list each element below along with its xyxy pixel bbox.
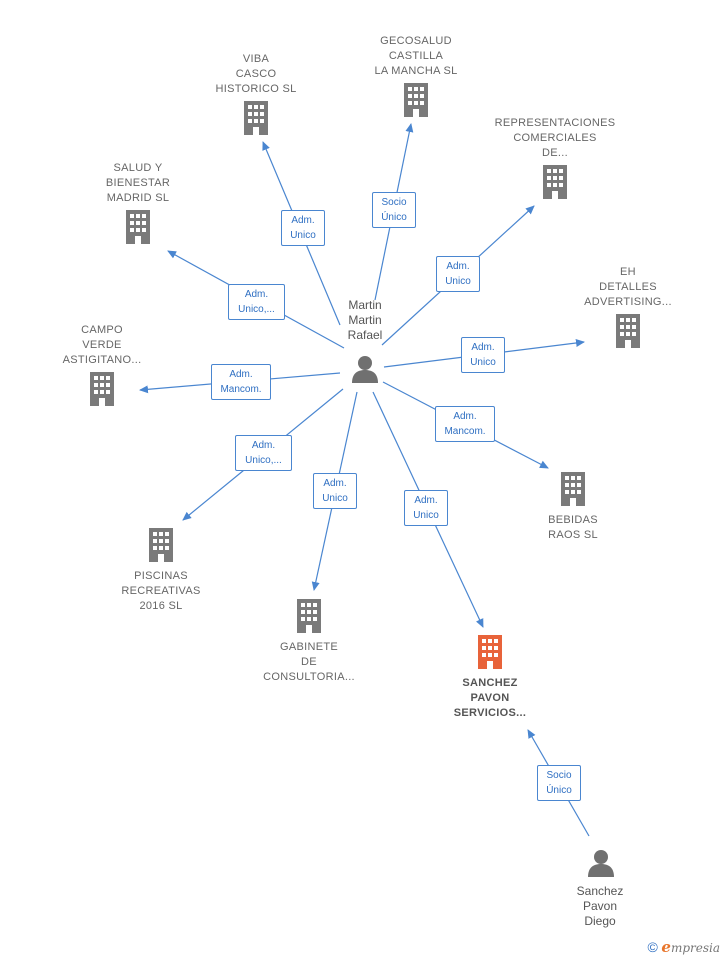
person-node-center[interactable]: Martin Martin Rafael: [320, 298, 410, 388]
edge-label[interactable]: Adm. Unico: [404, 490, 448, 526]
company-node-gabinete[interactable]: GABINETE DE CONSULTORIA...: [249, 599, 369, 685]
company-label: BEBIDAS RAOS SL: [548, 514, 598, 541]
company-label: SANCHEZ PAVON SERVICIOS...: [453, 677, 527, 719]
company-node-salud[interactable]: SALUD Y BIENESTAR MADRID SL: [78, 161, 198, 249]
building-icon: [297, 599, 321, 633]
edge-label[interactable]: Adm. Unico: [436, 256, 480, 292]
company-node-bebidas[interactable]: BEBIDAS RAOS SL: [523, 472, 623, 543]
building-icon: [561, 472, 585, 506]
person-icon: [352, 356, 378, 383]
building-icon: [404, 83, 428, 117]
company-label: EH DETALLES ADVERTISING...: [584, 266, 672, 308]
edge-label[interactable]: Socio Único: [537, 765, 581, 801]
edge-label[interactable]: Adm. Unico: [461, 337, 505, 373]
person-label: Sanchez Pavon Diego: [576, 884, 624, 928]
person-label: Martin Martin Rafael: [347, 298, 383, 342]
person-node-secondary[interactable]: Sanchez Pavon Diego: [555, 848, 645, 938]
building-icon: [543, 165, 567, 199]
building-icon: [149, 528, 173, 562]
company-label: CAMPO VERDE ASTIGITANO...: [62, 324, 142, 366]
edge-label[interactable]: Adm. Unico,...: [228, 284, 285, 320]
company-node-viba[interactable]: VIBA CASCO HISTORICO SL: [196, 52, 316, 140]
company-label: SALUD Y BIENESTAR MADRID SL: [105, 162, 171, 204]
company-node-sanchez[interactable]: SANCHEZ PAVON SERVICIOS...: [430, 635, 550, 721]
company-label: GECOSALUD CASTILLA LA MANCHA SL: [374, 35, 458, 77]
edge-label[interactable]: Adm. Unico: [313, 473, 357, 509]
company-label: VIBA CASCO HISTORICO SL: [215, 53, 297, 95]
company-node-campo[interactable]: CAMPO VERDE ASTIGITANO...: [44, 323, 160, 411]
building-icon: [244, 101, 268, 135]
footer-brand[interactable]: © empresia: [647, 938, 720, 956]
building-icon-highlight: [478, 635, 502, 669]
person-icon: [588, 850, 614, 877]
edge-label[interactable]: Adm. Mancom.: [211, 364, 271, 400]
edge-label[interactable]: Adm. Unico,...: [235, 435, 292, 471]
company-node-piscinas[interactable]: PISCINAS RECREATIVAS 2016 SL: [101, 528, 221, 614]
building-icon: [126, 210, 150, 244]
company-label: PISCINAS RECREATIVAS 2016 SL: [121, 570, 201, 612]
copyright-symbol: ©: [647, 939, 658, 955]
building-icon: [616, 314, 640, 348]
company-node-eh[interactable]: EH DETALLES ADVERTISING...: [570, 265, 686, 353]
edge-label[interactable]: Adm. Mancom.: [435, 406, 495, 442]
brand-logo: empresia: [661, 938, 720, 956]
company-node-gecosalud[interactable]: GECOSALUD CASTILLA LA MANCHA SL: [356, 34, 476, 122]
edge-label[interactable]: Socio Único: [372, 192, 416, 228]
company-node-representaciones[interactable]: REPRESENTACIONES COMERCIALES DE...: [482, 116, 628, 204]
company-label: REPRESENTACIONES COMERCIALES DE...: [494, 117, 616, 159]
building-icon: [90, 372, 114, 406]
company-label: GABINETE DE CONSULTORIA...: [263, 641, 355, 683]
edge-label[interactable]: Adm. Unico: [281, 210, 325, 246]
